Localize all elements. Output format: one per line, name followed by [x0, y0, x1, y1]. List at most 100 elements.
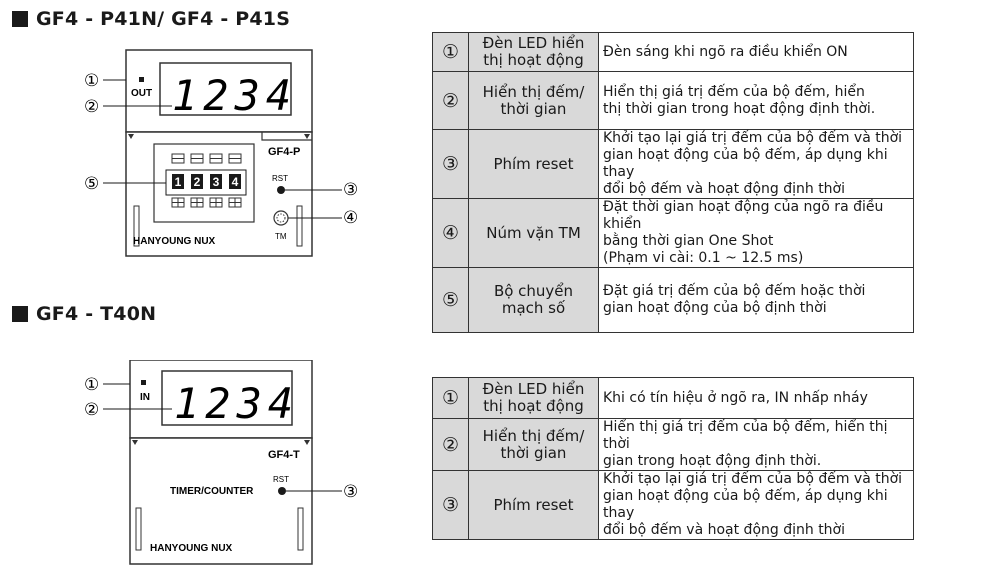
- heading-bullet: [12, 11, 28, 27]
- row-name: Bộ chuyển mạch số: [468, 267, 599, 333]
- name-line: Núm vặn TM: [486, 223, 581, 242]
- desc-line: Đặt giá trị đếm của bộ đếm hoặc thời: [603, 283, 866, 299]
- corner-marker: [128, 134, 134, 139]
- row-description: Đặt thời gian hoạt động của ngõ ra điều …: [598, 198, 914, 268]
- out-led: [139, 77, 144, 82]
- callout-1: ①: [84, 375, 99, 395]
- row-number: ②: [432, 71, 469, 130]
- callout-2: ②: [84, 97, 99, 117]
- row-description: Khi có tín hiệu ở ngõ ra, IN nhấp nháy: [598, 377, 914, 419]
- row-name: Đèn LED hiển thị hoạt động: [468, 32, 599, 72]
- row-description: Hiển thị giá trị đếm của bộ đếm, hiển th…: [598, 71, 914, 130]
- name-line: Bộ chuyển: [493, 282, 574, 300]
- table-row: ④ Núm vặn TM Đặt thời gian hoạt động của…: [432, 198, 914, 268]
- row-name: Phím reset: [468, 470, 599, 540]
- heading-bullet: [12, 306, 28, 322]
- side-slot-left: [135, 507, 142, 551]
- in-label: IN: [140, 392, 150, 403]
- spec-table-t40: ① Đèn LED hiển thị hoạt động Khi có tín …: [432, 377, 914, 540]
- row-number: ③: [432, 470, 469, 540]
- lcd-window: [161, 370, 293, 426]
- row-number: ③: [432, 129, 469, 199]
- desc-line: bằng thời gian One Shot: [603, 233, 774, 249]
- lcd-window: [159, 62, 292, 116]
- name-line: Phím reset: [493, 154, 574, 173]
- row-name: Núm vặn TM: [468, 198, 599, 268]
- switch-digit: 3: [213, 175, 220, 189]
- switch-down-buttons: [171, 197, 242, 208]
- name-line: Đèn LED hiển: [482, 34, 585, 52]
- name-line: Đèn LED hiển: [482, 380, 585, 398]
- spec-table-p41: ① Đèn LED hiển thị hoạt động Đèn sáng kh…: [432, 32, 914, 333]
- table-row: ① Đèn LED hiển thị hoạt động Khi có tín …: [432, 377, 914, 419]
- callout-4: ④: [343, 208, 358, 228]
- desc-line: Đặt thời gian hoạt động của ngõ ra điều …: [603, 199, 884, 232]
- row-description: Khởi tạo lại giá trị đếm của bộ đếm và t…: [598, 129, 914, 199]
- desc-line: Khởi tạo lại giá trị đếm của bộ đếm và t…: [603, 130, 903, 146]
- switch-digit-boxes: [172, 174, 241, 189]
- name-line: thị hoạt động: [483, 397, 584, 415]
- name-line: thời gian: [500, 99, 567, 118]
- desc-line: Hiển thị giá trị đếm của bộ đếm, hiển th…: [603, 419, 888, 452]
- switch-highlight-box: [165, 169, 247, 196]
- brand-logo: HANYOUNG NUX: [150, 543, 233, 554]
- name-line: mạch số: [501, 299, 566, 317]
- tm-knob-ring: [276, 213, 286, 223]
- row-description: Đặt giá trị đếm của bộ đếm hoặc thời gia…: [598, 267, 914, 333]
- desc-line: Khởi tạo lại giá trị đếm của bộ đếm và t…: [603, 471, 903, 487]
- device-diagram-gf4-t: IN 1234 GF4-T TIMER/COUNTER RST HANYOUNG…: [84, 360, 358, 565]
- desc-line: gian trong hoạt động định thời.: [603, 453, 822, 469]
- display-digits: 1234: [174, 379, 299, 428]
- callout-5: ⑤: [84, 174, 99, 194]
- model-tab: [261, 132, 312, 141]
- row-name: Phím reset: [468, 129, 599, 199]
- row-description: Khởi tạo lại giá trị đếm của bộ đếm và t…: [598, 470, 914, 540]
- name-line: thời gian: [500, 443, 567, 462]
- table-row: ③ Phím reset Khởi tạo lại giá trị đếm củ…: [432, 470, 914, 540]
- display-digits: 1234: [172, 71, 297, 120]
- desc-line: thị thời gian trong hoạt động định thời.: [603, 100, 876, 117]
- switch-digit: 1: [175, 175, 182, 189]
- in-led: [141, 380, 146, 385]
- name-line: Phím reset: [493, 495, 574, 514]
- callout-3: ③: [343, 180, 358, 200]
- model-label: GF4-T: [268, 449, 300, 461]
- callout-3: ③: [343, 482, 358, 502]
- timer-counter-label: TIMER/COUNTER: [170, 486, 254, 497]
- callout-1: ①: [84, 71, 99, 91]
- table-row: ⑤ Bộ chuyển mạch số Đặt giá trị đếm của …: [432, 267, 914, 333]
- row-number: ④: [432, 198, 469, 268]
- desc-line: (Phạm vi cài: 0.1 ~ 12.5 ms): [603, 250, 804, 266]
- desc-line: gian hoạt động của bộ đếm, áp dụng khi t…: [603, 488, 888, 521]
- row-name: Hiển thị đếm/ thời gian: [468, 418, 599, 471]
- name-line: Hiển thị đếm/: [482, 426, 585, 445]
- side-slot-right: [297, 507, 304, 551]
- reset-button[interactable]: [278, 487, 286, 495]
- corner-marker: [132, 440, 138, 445]
- heading-text: GF4 - T40N: [36, 303, 157, 325]
- side-slot-right: [296, 205, 303, 247]
- model-label: GF4-P: [268, 146, 300, 158]
- row-description: Hiển thị giá trị đếm của bộ đếm, hiển th…: [598, 418, 914, 471]
- row-number: ⑤: [432, 267, 469, 333]
- device-diagram-gf4-p: OUT 1234 GF4-P 1 2 3 4 RST TM HANYOUNG N…: [84, 49, 358, 257]
- desc-line: đổi bộ đếm và hoạt động định thời: [603, 181, 846, 197]
- desc-line: Hiển thị giá trị đếm của bộ đếm, hiển: [603, 83, 865, 100]
- switch-up-buttons: [171, 153, 242, 164]
- desc-line: đổi bộ đếm và hoạt động định thời: [603, 522, 846, 538]
- row-number: ②: [432, 418, 469, 471]
- switch-digit: 4: [232, 175, 239, 189]
- corner-marker: [304, 440, 310, 445]
- corner-marker: [304, 134, 310, 139]
- reset-button[interactable]: [277, 186, 285, 194]
- row-number: ①: [432, 377, 469, 419]
- desc-line: Đèn sáng khi ngõ ra điều khiển ON: [603, 43, 848, 60]
- desc-line: gian hoạt động của bộ đếm, áp dụng khi t…: [603, 147, 888, 180]
- row-number: ①: [432, 32, 469, 72]
- tm-knob[interactable]: [273, 210, 289, 226]
- side-slot-left: [133, 205, 140, 247]
- row-name: Hiển thị đếm/ thời gian: [468, 71, 599, 130]
- rst-label: RST: [272, 174, 288, 183]
- table-row: ② Hiển thị đếm/ thời gian Hiển thị giá t…: [432, 71, 914, 130]
- section-heading-t40: GF4 - T40N: [12, 303, 156, 325]
